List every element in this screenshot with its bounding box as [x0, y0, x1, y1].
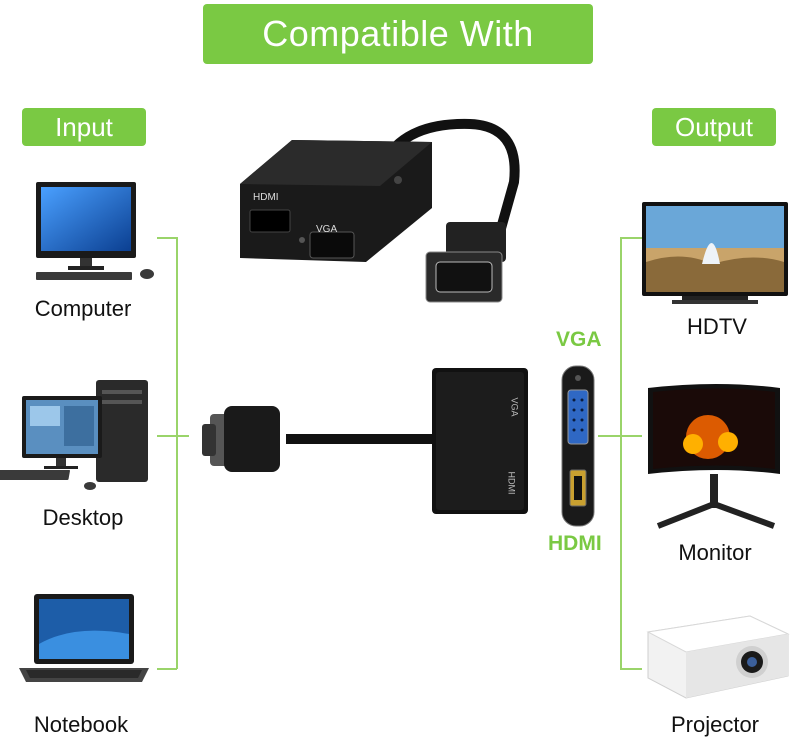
input-tick-computer [157, 237, 177, 239]
output-tick-monitor [598, 435, 642, 437]
output-heading-label: Output [674, 111, 754, 142]
input-tick-desktop [157, 435, 189, 437]
device-label-computer: Computer [34, 296, 132, 321]
adapter-port-panel [561, 365, 595, 527]
compatible-with-banner: Compatible With [203, 4, 593, 64]
top-hdmi-text: HDMI [253, 192, 279, 203]
banner-title: Compatible With [262, 13, 534, 54]
desktop-monitor-icon [36, 182, 154, 280]
adapter-top-view [240, 118, 520, 303]
front-vga-text: VGA [509, 397, 520, 417]
input-tick-notebook [157, 668, 177, 670]
vga-port-label: VGA [556, 328, 602, 351]
output-tick-projector [620, 668, 642, 670]
device-label-projector: Projector [670, 712, 760, 737]
front-hdmi-text: HDMI [506, 471, 517, 495]
input-heading: Input [22, 108, 146, 146]
projector-icon [646, 615, 790, 699]
output-bracket-line [620, 237, 622, 669]
desktop-tower-icon [0, 380, 148, 490]
tv-icon [642, 202, 788, 304]
device-label-monitor: Monitor [678, 540, 752, 565]
device-label-hdtv: HDTV [687, 314, 747, 339]
input-heading-label: Input [55, 111, 113, 142]
adapter-front-view [202, 368, 528, 514]
output-heading: Output [652, 108, 776, 146]
gaming-monitor-icon [648, 384, 780, 529]
device-label-notebook: Notebook [33, 712, 129, 737]
laptop-icon [19, 594, 149, 682]
input-bracket-line [176, 237, 178, 669]
top-vga-text: VGA [316, 224, 338, 235]
device-label-desktop: Desktop [42, 505, 124, 530]
output-tick-hdtv [620, 237, 642, 239]
hdmi-port-label: HDMI [548, 532, 602, 555]
